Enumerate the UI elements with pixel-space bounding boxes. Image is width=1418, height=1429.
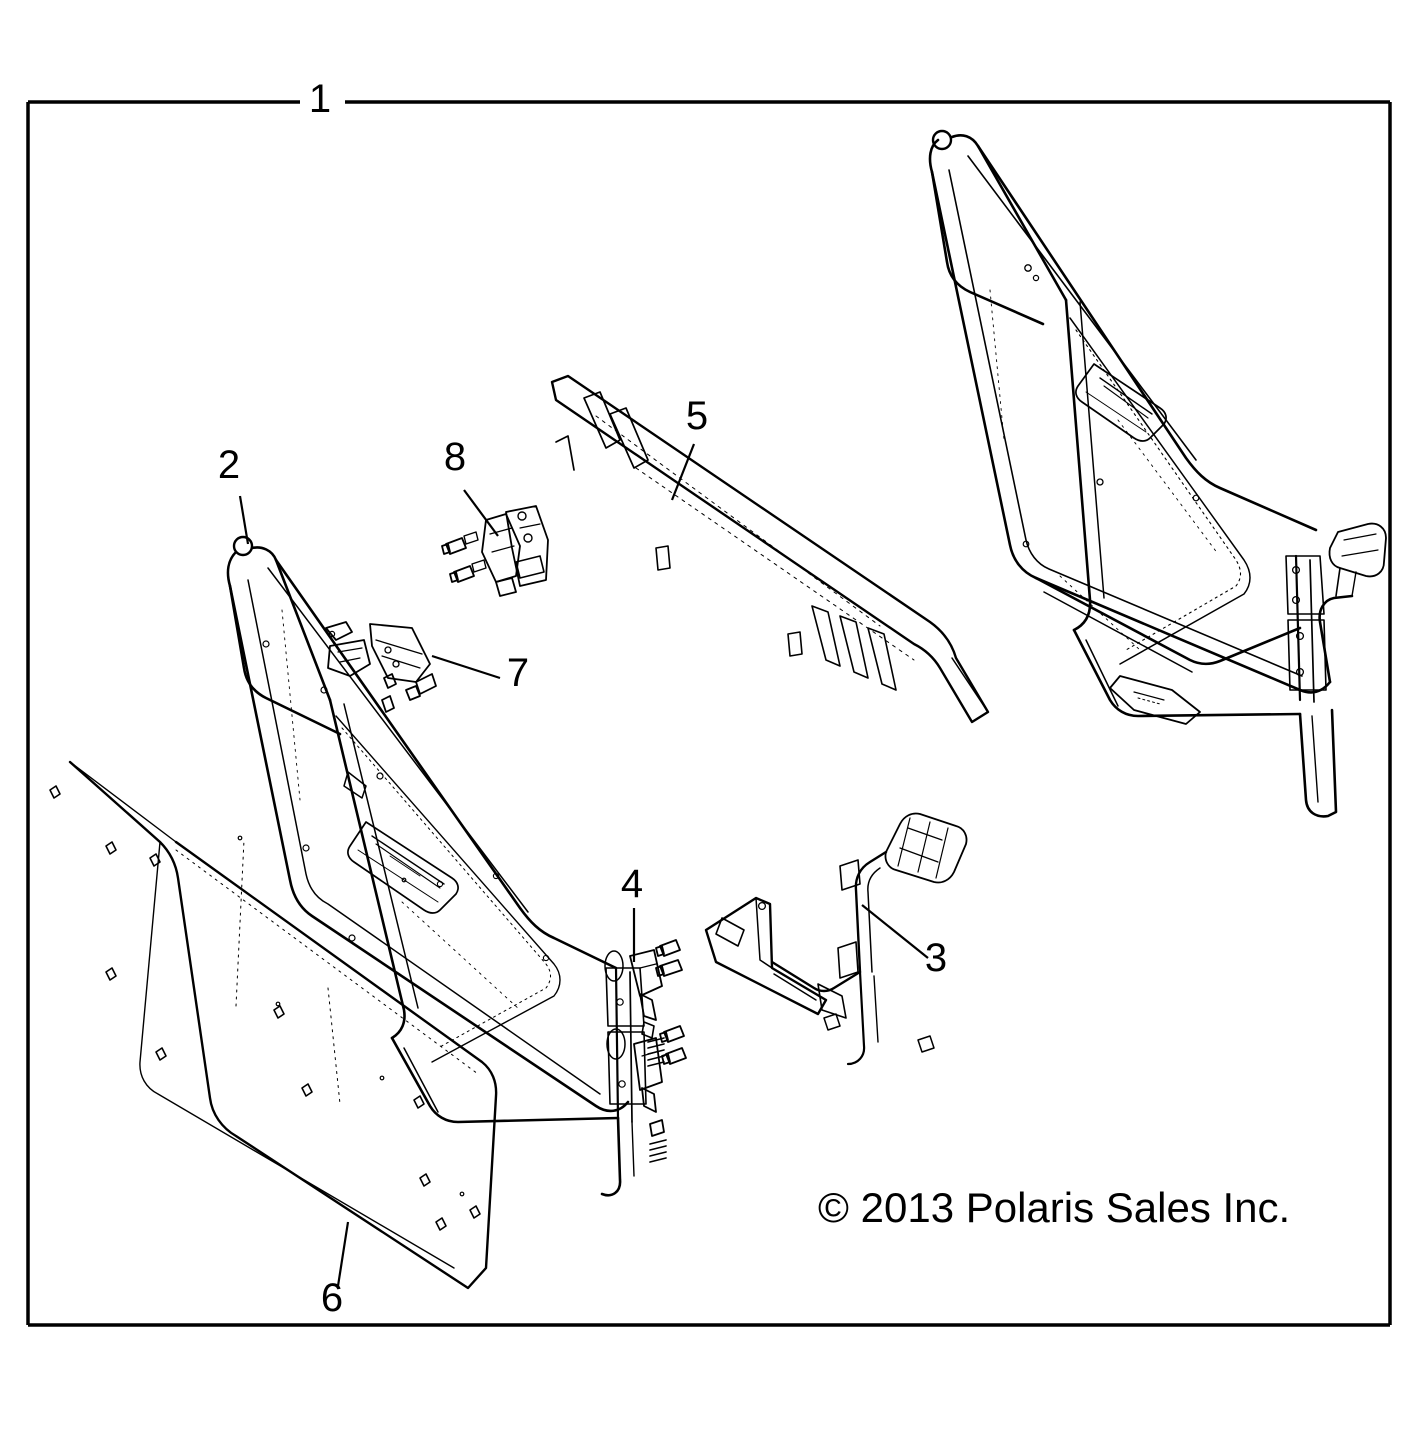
- part-8-upper-hinge-bracket: [441, 505, 549, 597]
- callout-number-7: 7: [507, 651, 529, 695]
- callout-number-5: 5: [686, 394, 708, 438]
- callout-number-2: 2: [218, 443, 240, 487]
- leader-3: [861, 904, 929, 959]
- part-1-assembled-door: [928, 129, 1387, 818]
- part-5-sill-panel: [550, 374, 990, 724]
- part-6-window-panel: [49, 760, 498, 1290]
- leader-lines: [238, 443, 929, 1287]
- diagram-border: [26, 100, 1392, 1327]
- leader-2: [238, 495, 250, 545]
- callout-number-6: 6: [321, 1276, 343, 1320]
- part-3-striker-bracket: [704, 812, 968, 1066]
- leader-8: [463, 489, 499, 537]
- part-2-door-frame: [226, 535, 647, 1197]
- callout-number-3: 3: [925, 936, 947, 980]
- leader-6: [336, 1221, 350, 1287]
- leader-5: [670, 443, 696, 501]
- callout-number-8: 8: [444, 435, 466, 479]
- callout-number-4: 4: [621, 862, 643, 906]
- callout-number-1: 1: [309, 77, 331, 121]
- copyright-notice: © 2013 Polaris Sales Inc.: [818, 1184, 1290, 1231]
- part-4-hinge-hardware: [629, 939, 687, 1163]
- part-7-hinge-bracket-plate: [325, 621, 437, 713]
- leader-7: [431, 654, 501, 680]
